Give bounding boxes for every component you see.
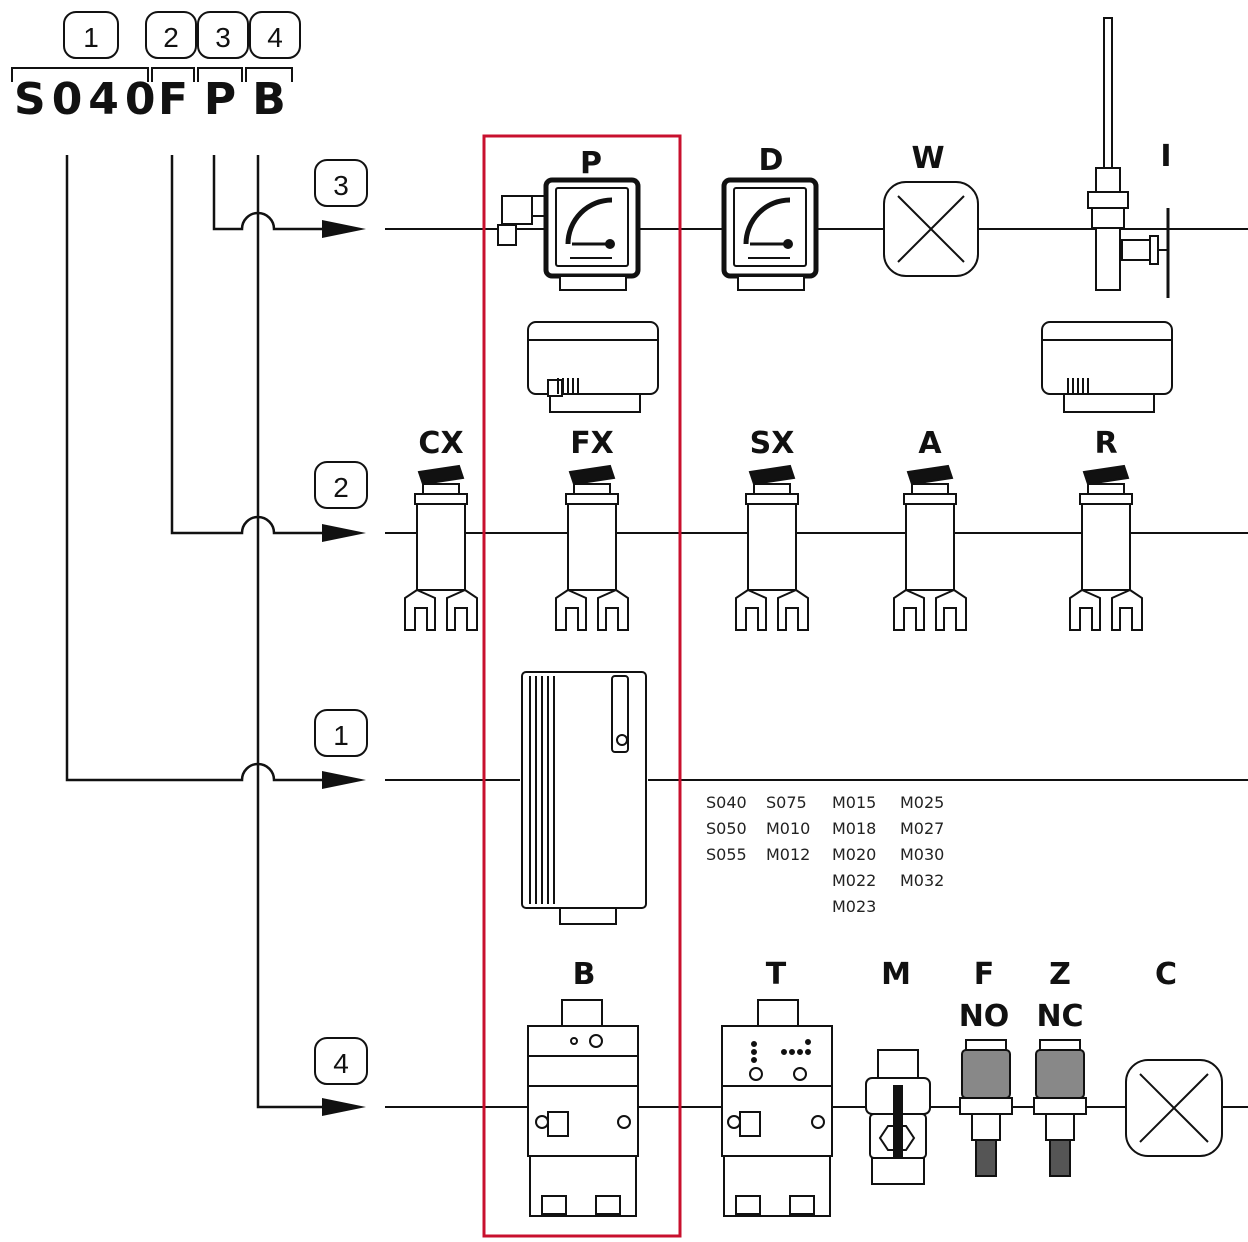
svg-text:M010: M010 xyxy=(766,819,810,838)
connector-2 xyxy=(170,155,330,535)
model-list: S040 S050 S055 S075 M010 M012 M015 M018 … xyxy=(706,793,944,916)
selected-configuration-frame xyxy=(482,134,682,1238)
ball-valve-m-icon xyxy=(865,1049,931,1185)
code-number-badge-3: 3 xyxy=(197,11,249,59)
arrow-row3 xyxy=(322,220,366,238)
svg-text:M030: M030 xyxy=(900,845,944,864)
svg-text:M018: M018 xyxy=(832,819,876,838)
solenoid-valve-nc-icon xyxy=(1033,1039,1087,1177)
blank-plug-w-icon xyxy=(883,181,979,277)
arrowheads xyxy=(322,220,366,1116)
bracket-3 xyxy=(197,67,243,82)
control-valve-a-icon xyxy=(893,464,967,631)
arrow-row2 xyxy=(322,524,366,542)
order-code-header: 1 2 3 4 S040 F P B xyxy=(11,11,301,125)
svg-text:M012: M012 xyxy=(766,845,810,864)
bracket-1 xyxy=(11,67,149,82)
code-number-badge-4: 4 xyxy=(249,11,301,59)
label-F: F xyxy=(974,957,995,992)
label-R: R xyxy=(1094,426,1117,461)
label-C: C xyxy=(1155,957,1177,992)
label-Z: Z xyxy=(1049,957,1071,992)
label-P: P xyxy=(580,146,602,181)
label-M: M xyxy=(881,957,911,992)
actuator-head-fx-icon xyxy=(527,321,659,413)
code-number-badge-2: 2 xyxy=(145,11,197,59)
svg-text:M015: M015 xyxy=(832,793,876,812)
label-W: W xyxy=(911,141,944,176)
label-SX: SX xyxy=(750,426,795,461)
svg-text:S055: S055 xyxy=(706,845,747,864)
svg-text:M023: M023 xyxy=(832,897,876,916)
svg-text:3: 3 xyxy=(333,170,349,201)
label-T: T xyxy=(766,957,787,992)
svg-text:M022: M022 xyxy=(832,871,876,890)
connector-1 xyxy=(65,155,330,782)
svg-text:1: 1 xyxy=(83,22,99,53)
actuator-body-icon xyxy=(521,671,647,925)
code-number-badge-1: 1 xyxy=(63,11,119,59)
control-valve-sx-icon xyxy=(735,464,809,631)
actuator-head-r-icon xyxy=(1041,321,1173,413)
row-badge-4: 4 xyxy=(314,1037,368,1085)
differential-gauge-icon xyxy=(721,177,819,291)
connector-4 xyxy=(256,155,330,1109)
label-B: B xyxy=(573,957,596,992)
control-valve-fx-icon xyxy=(555,464,629,631)
bracket-2 xyxy=(151,67,195,82)
control-valve-icons xyxy=(404,464,1143,631)
code-segment-2: F xyxy=(158,74,188,125)
label-A: A xyxy=(918,426,942,461)
svg-text:M032: M032 xyxy=(900,871,944,890)
svg-text:S040: S040 xyxy=(706,793,747,812)
svg-text:4: 4 xyxy=(333,1048,349,1079)
control-valve-r-icon xyxy=(1069,464,1143,631)
code-segment-4: B xyxy=(252,74,286,125)
label-CX: CX xyxy=(418,426,463,461)
row-badge-3: 3 xyxy=(314,159,368,207)
label-NO: NO xyxy=(959,999,1010,1034)
pressure-gauge-icon xyxy=(497,177,641,291)
controller-t-icon xyxy=(721,999,833,1217)
row-badge-1: 1 xyxy=(314,709,368,757)
svg-text:M027: M027 xyxy=(900,819,944,838)
svg-text:1: 1 xyxy=(333,720,349,751)
svg-text:4: 4 xyxy=(267,22,283,53)
label-FX: FX xyxy=(570,426,614,461)
controller-b-icon xyxy=(527,999,639,1217)
svg-text:3: 3 xyxy=(215,22,231,53)
svg-text:M020: M020 xyxy=(832,845,876,864)
svg-text:2: 2 xyxy=(333,472,349,503)
arrow-row4 xyxy=(322,1098,366,1116)
blank-plug-c-icon xyxy=(1125,1059,1223,1157)
solenoid-valve-no-icon xyxy=(959,1039,1013,1177)
svg-text:2: 2 xyxy=(163,22,179,53)
label-D: D xyxy=(759,143,784,178)
svg-text:S075: S075 xyxy=(766,793,807,812)
svg-text:S050: S050 xyxy=(706,819,747,838)
bracket-4 xyxy=(245,67,293,82)
connector-3 xyxy=(212,155,330,231)
svg-text:M025: M025 xyxy=(900,793,944,812)
connector-lines xyxy=(65,155,330,1109)
control-valve-cx-icon xyxy=(404,464,478,631)
needle-valve-icon xyxy=(1087,17,1170,298)
arrow-row1 xyxy=(322,771,366,789)
row-badge-2: 2 xyxy=(314,461,368,509)
label-I: I xyxy=(1160,139,1171,174)
code-segment-3: P xyxy=(204,74,236,125)
label-NC: NC xyxy=(1036,999,1083,1034)
code-segment-1: S040 xyxy=(14,74,162,125)
